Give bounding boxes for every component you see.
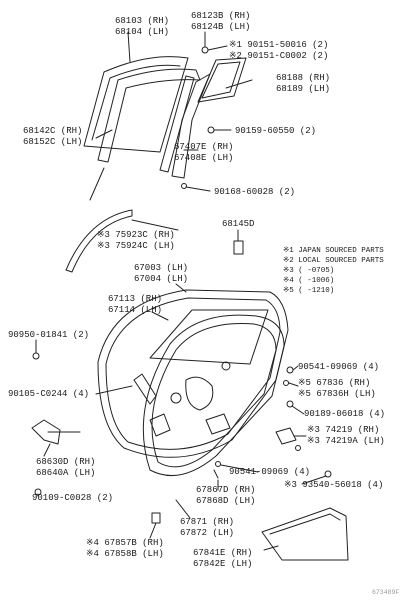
part-label: ※3 75923C (RH) [97, 230, 175, 240]
part-label: 90541-09069 (4) [229, 467, 311, 477]
part-label: 67867D (RH) [196, 485, 256, 495]
lower-glass [261, 507, 349, 561]
part-label: 67004 (LH) [133, 274, 189, 284]
part-label: 90168-60028 (2) [214, 187, 296, 197]
part-label: 90109-C0028 (2) [32, 493, 114, 503]
door-glass-part [83, 56, 189, 153]
part-label: 68640A (LH) [36, 468, 96, 478]
part-label: 68103 (RH) [114, 16, 170, 26]
part-label: ※3 93540-56018 (4) [284, 480, 384, 490]
part-label: 68104 (LH) [114, 27, 170, 37]
part-label: 68142C (RH) [23, 126, 83, 136]
diagram-id: 673489F [372, 589, 400, 596]
door-weatherstrip [142, 314, 285, 477]
door-panel [97, 289, 289, 458]
part-label: 68630D (RH) [36, 457, 96, 467]
part-label: ※2 90151-C0002 (2) [229, 51, 329, 61]
legend-item: ※2 LOCAL SOURCED PARTS [283, 257, 384, 265]
part-label: 67871 (RH) [180, 517, 235, 527]
part-label: 67872 (LH) [180, 528, 235, 538]
part-label: ※3 74219 (RH) [307, 425, 380, 435]
belt-moulding [65, 209, 133, 273]
legend-item: ※5 ( -1210) [283, 287, 335, 295]
part-label: 68189 (LH) [276, 84, 331, 94]
legend-item: ※4 ( -1006) [283, 277, 335, 285]
part-label: 68124B (LH) [191, 22, 251, 32]
part-label: 90189-06018 (4) [304, 409, 386, 419]
part-label: 90541-09069 (4) [298, 362, 380, 372]
part-label: 90159-60550 (2) [235, 126, 317, 136]
part-label: 67113 (RH) [108, 294, 163, 304]
part-label: 67407E (RH) [174, 142, 234, 152]
part-label: 67868D (LH) [196, 496, 256, 506]
part-label: ※4 67857B (RH) [86, 538, 164, 548]
part-label: 68152C (LH) [23, 137, 83, 147]
part-label: ※1 90151-50016 (2) [229, 40, 329, 50]
part-label: ※3 74219A (LH) [307, 436, 385, 446]
part-label: 68188 (RH) [276, 73, 331, 83]
part-label: 90105-C0244 (4) [8, 389, 90, 399]
part-label: 90950-01841 (2) [8, 330, 90, 340]
legend-item: ※3 ( -0705) [283, 267, 335, 275]
part-label: ※3 75924C (LH) [97, 241, 175, 251]
part-label: 67842E (LH) [193, 559, 253, 569]
part-label: ※4 67858B (LH) [86, 549, 164, 559]
part-label: 67841E (RH) [193, 548, 253, 558]
part-label: 67114 (LH) [108, 305, 163, 315]
part-label: ※5 67836H (LH) [298, 389, 376, 399]
part-label: 68123B (RH) [191, 11, 251, 21]
legend-item: ※1 JAPAN SOURCED PARTS [283, 247, 384, 255]
part-label: 67408E (LH) [174, 153, 234, 163]
part-label: 68145D [222, 219, 255, 229]
part-label: ※5 67836 (RH) [298, 378, 371, 388]
part-label: 67003 (LH) [133, 263, 189, 273]
